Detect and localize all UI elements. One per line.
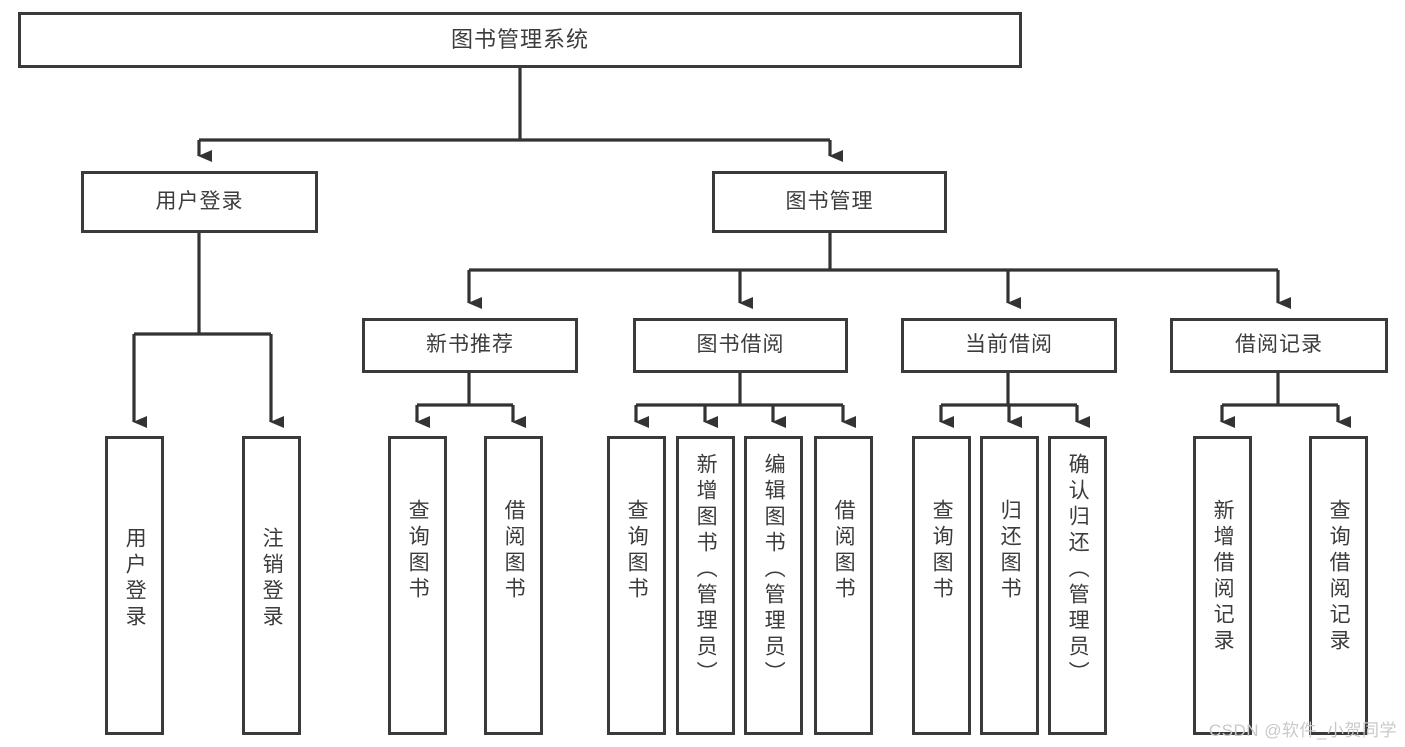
leaf-add-book-label: 新增图书（管理员）	[694, 453, 718, 687]
leaf-logout-label: 注销登录	[260, 527, 284, 631]
leaf-borrow-book-2-label: 借阅图书	[832, 499, 856, 603]
leaf-query-book-1-label: 查询图书	[406, 499, 430, 603]
leaf-confirm-return-label: 确认归还（管理员）	[1066, 453, 1090, 687]
leaf-return-book-label: 归还图书	[998, 499, 1022, 603]
node-user-login-label: 用户登录	[155, 189, 244, 213]
node-root[interactable]: 图书管理系统	[18, 12, 1022, 68]
leaf-user-login[interactable]: 用户登录	[105, 436, 164, 735]
node-new-book-rec[interactable]: 新书推荐	[362, 318, 578, 373]
node-user-login[interactable]: 用户登录	[81, 171, 318, 233]
node-current-borrow-label: 当前借阅	[965, 333, 1053, 357]
leaf-query-record[interactable]: 查询借阅记录	[1309, 436, 1368, 735]
leaf-query-book-3-label: 查询图书	[930, 499, 954, 603]
leaf-query-book-2-label: 查询图书	[625, 499, 649, 603]
leaf-borrow-book-2[interactable]: 借阅图书	[814, 436, 873, 735]
leaf-borrow-book-1[interactable]: 借阅图书	[484, 436, 543, 735]
node-book-mgmt-label: 图书管理	[785, 189, 874, 213]
leaf-confirm-return[interactable]: 确认归还（管理员）	[1048, 436, 1107, 735]
node-current-borrow[interactable]: 当前借阅	[901, 318, 1117, 373]
leaf-query-book-1[interactable]: 查询图书	[388, 436, 447, 735]
node-book-borrow-label: 图书借阅	[696, 333, 785, 357]
leaf-logout[interactable]: 注销登录	[242, 436, 301, 735]
node-book-borrow[interactable]: 图书借阅	[633, 318, 848, 373]
leaf-borrow-book-1-label: 借阅图书	[502, 499, 526, 603]
leaf-add-book[interactable]: 新增图书（管理员）	[676, 436, 735, 735]
leaf-query-book-3[interactable]: 查询图书	[912, 436, 971, 735]
node-borrow-record[interactable]: 借阅记录	[1170, 318, 1388, 373]
leaf-edit-book-label: 编辑图书（管理员）	[762, 453, 786, 687]
leaf-query-record-label: 查询借阅记录	[1327, 499, 1351, 655]
watermark: CSDN @软件_小贺同学	[1208, 721, 1397, 740]
node-borrow-record-label: 借阅记录	[1235, 333, 1323, 357]
node-new-book-rec-label: 新书推荐	[426, 333, 514, 357]
leaf-add-record[interactable]: 新增借阅记录	[1193, 436, 1252, 735]
leaf-query-book-2[interactable]: 查询图书	[607, 436, 666, 735]
node-root-label: 图书管理系统	[450, 27, 589, 53]
node-book-mgmt[interactable]: 图书管理	[712, 171, 947, 233]
leaf-user-login-label: 用户登录	[123, 527, 147, 631]
leaf-return-book[interactable]: 归还图书	[980, 436, 1039, 735]
leaf-add-record-label: 新增借阅记录	[1211, 499, 1235, 655]
leaf-edit-book[interactable]: 编辑图书（管理员）	[744, 436, 803, 735]
